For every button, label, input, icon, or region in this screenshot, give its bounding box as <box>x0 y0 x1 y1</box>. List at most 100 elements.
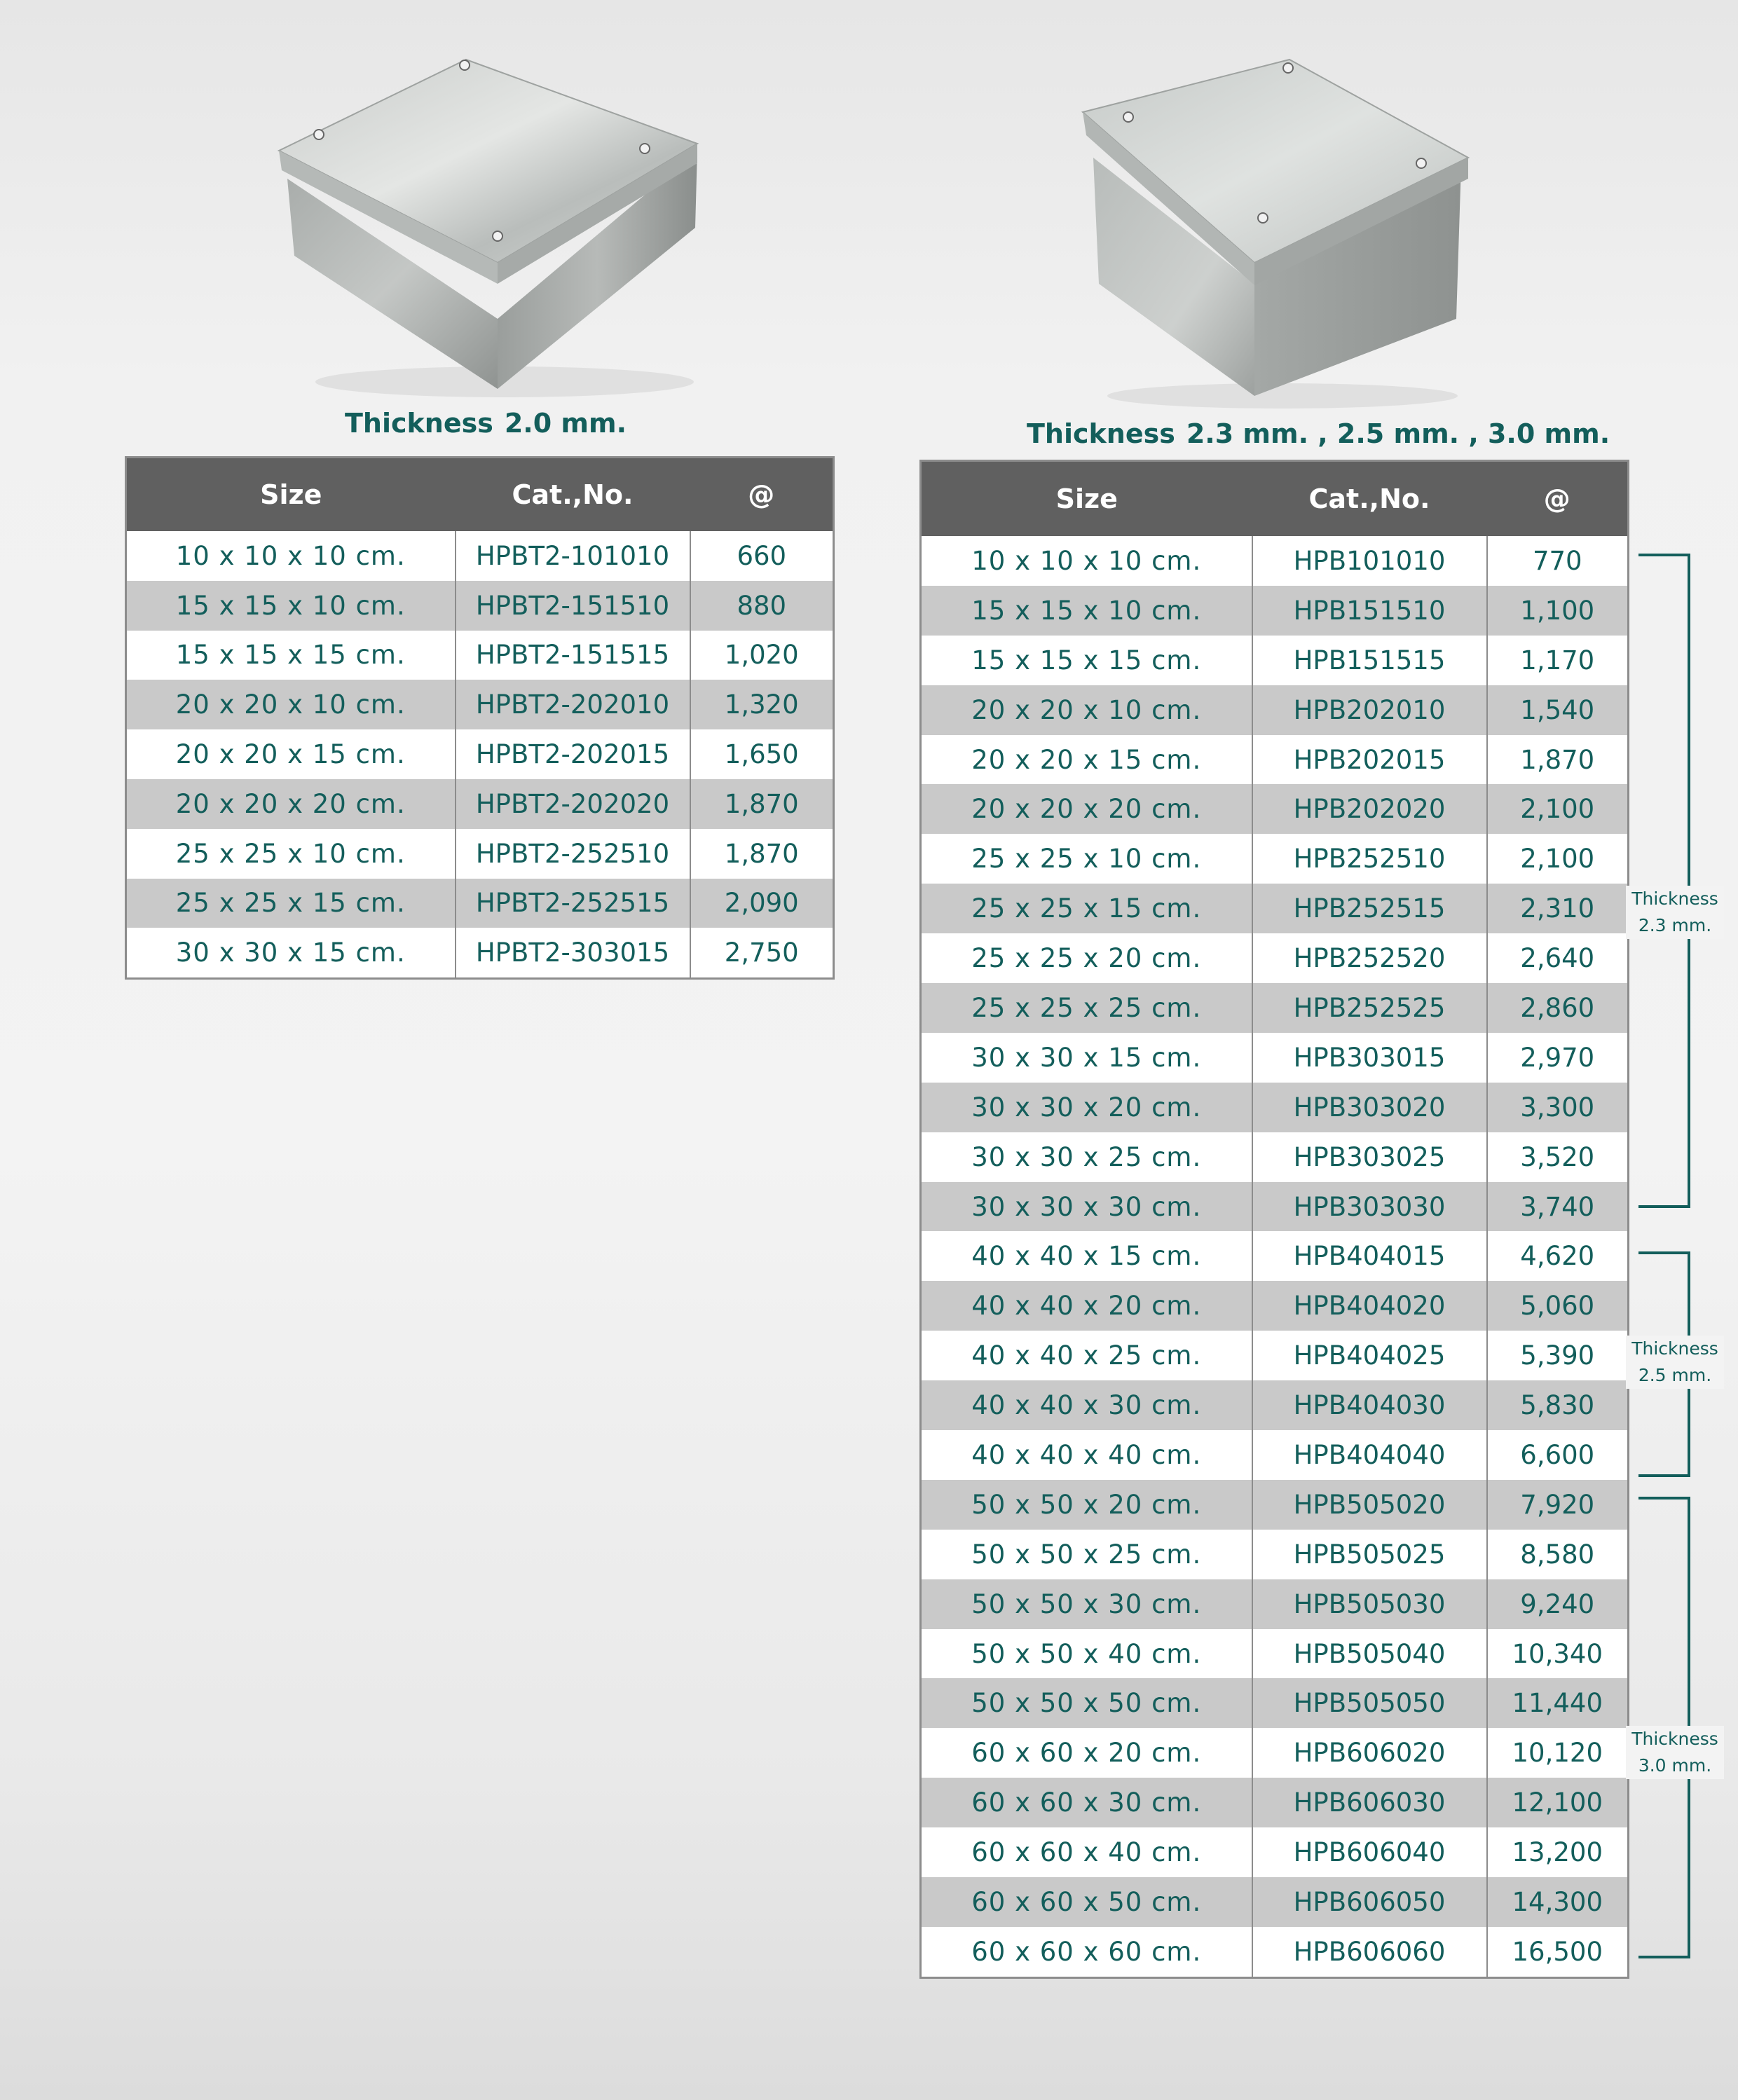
cell-cat-no: HPBT2-101010 <box>454 531 690 581</box>
cell-price: 16,500 <box>1486 1926 1629 1978</box>
bracket-thickness-2-3 <box>1638 554 1690 1208</box>
cell-cat-no: HPB151515 <box>1251 635 1487 685</box>
bracket-label-line1: Thickness <box>1631 888 1718 909</box>
cell-price: 10,120 <box>1486 1728 1629 1778</box>
cell-price: 1,020 <box>689 630 834 680</box>
thickness-label: Thickness <box>345 408 493 439</box>
cell-price: 1,870 <box>689 778 834 829</box>
thickness-value: 2.0 mm. <box>504 408 627 439</box>
cell-size: 25 x 25 x 10 cm. <box>125 828 456 879</box>
cell-price: 5,830 <box>1486 1380 1629 1431</box>
cell-cat-no: HPB303020 <box>1251 1082 1487 1132</box>
header-size: Size <box>125 457 456 531</box>
cell-cat-no: HPB202020 <box>1251 784 1487 835</box>
cell-size: 50 x 50 x 20 cm. <box>920 1479 1252 1530</box>
cell-price: 1,320 <box>689 680 834 730</box>
cell-size: 60 x 60 x 60 cm. <box>920 1926 1252 1978</box>
cell-cat-no: HPB404040 <box>1251 1430 1487 1480</box>
cell-size: 20 x 20 x 15 cm. <box>125 729 456 779</box>
bracket-label-line1: Thickness <box>1631 1729 1718 1749</box>
cell-size: 40 x 40 x 30 cm. <box>920 1380 1252 1431</box>
cell-cat-no: HPB303025 <box>1251 1132 1487 1182</box>
cell-size: 60 x 60 x 40 cm. <box>920 1827 1252 1878</box>
cell-price: 2,310 <box>1486 884 1629 934</box>
thickness-label: Thickness <box>1027 418 1175 449</box>
bracket-label-line2: 2.5 mm. <box>1638 1365 1712 1385</box>
bracket-label-line1: Thickness <box>1631 1338 1718 1359</box>
header-cat-no: Cat.,No. <box>1252 460 1487 536</box>
cell-price: 2,100 <box>1486 834 1629 884</box>
product-image-box-heavy <box>1081 58 1470 409</box>
cell-size: 40 x 40 x 15 cm. <box>920 1231 1252 1282</box>
cell-price: 5,060 <box>1486 1281 1629 1331</box>
cell-price: 2,090 <box>689 878 834 928</box>
cell-price: 9,240 <box>1486 1579 1629 1629</box>
cell-size: 10 x 10 x 10 cm. <box>920 536 1252 586</box>
cell-cat-no: HPB606030 <box>1251 1778 1487 1828</box>
cell-size: 50 x 50 x 25 cm. <box>920 1529 1252 1579</box>
cell-size: 25 x 25 x 10 cm. <box>920 834 1252 884</box>
cell-size: 20 x 20 x 10 cm. <box>125 680 456 730</box>
cell-cat-no: HPB252520 <box>1251 933 1487 984</box>
cell-price: 7,920 <box>1486 1479 1629 1530</box>
cell-price: 880 <box>689 580 834 631</box>
cell-size: 25 x 25 x 15 cm. <box>125 878 456 928</box>
cell-cat-no: HPB505025 <box>1251 1529 1487 1579</box>
cell-price: 3,740 <box>1486 1181 1629 1232</box>
cell-price: 1,870 <box>1486 734 1629 785</box>
cell-size: 25 x 25 x 15 cm. <box>920 884 1252 934</box>
cell-cat-no: HPBT2-202015 <box>454 729 690 779</box>
cell-size: 40 x 40 x 20 cm. <box>920 1281 1252 1331</box>
cell-price: 6,600 <box>1486 1430 1629 1480</box>
thickness-caption-left: Thickness 2.0 mm. <box>345 408 627 439</box>
cell-price: 1,170 <box>1486 635 1629 685</box>
cell-cat-no: HPBT2-303015 <box>454 928 690 979</box>
cell-cat-no: HPB505040 <box>1251 1628 1487 1679</box>
cell-price: 770 <box>1486 536 1629 586</box>
cell-size: 25 x 25 x 20 cm. <box>920 933 1252 984</box>
cell-cat-no: HPB252510 <box>1251 834 1487 884</box>
product-image-box-2-0mm <box>277 58 699 397</box>
cell-price: 3,520 <box>1486 1132 1629 1182</box>
bracket-label-line2: 3.0 mm. <box>1638 1755 1712 1776</box>
bracket-label-2-5: Thickness 2.5 mm. <box>1626 1336 1724 1389</box>
cell-size: 30 x 30 x 30 cm. <box>920 1181 1252 1232</box>
cell-cat-no: HPBT2-252510 <box>454 828 690 879</box>
cell-price: 1,650 <box>689 729 834 779</box>
cell-size: 20 x 20 x 15 cm. <box>920 734 1252 785</box>
bracket-label-line2: 2.3 mm. <box>1638 915 1712 935</box>
cell-cat-no: HPB606050 <box>1251 1877 1487 1927</box>
cell-cat-no: HPB303015 <box>1251 1032 1487 1083</box>
cell-size: 60 x 60 x 50 cm. <box>920 1877 1252 1927</box>
cell-cat-no: HPB252525 <box>1251 983 1487 1033</box>
cell-cat-no: HPBT2-151510 <box>454 580 690 631</box>
cell-cat-no: HPB505050 <box>1251 1678 1487 1729</box>
cell-price: 10,340 <box>1486 1628 1629 1679</box>
cell-price: 3,300 <box>1486 1082 1629 1132</box>
